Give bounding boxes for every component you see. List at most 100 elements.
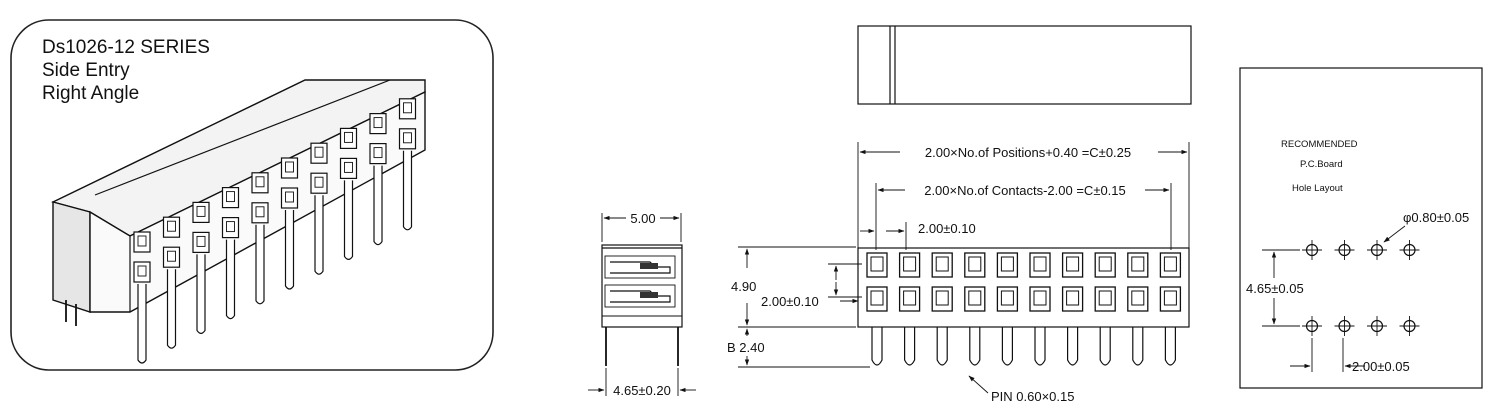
contact-cell-inner <box>1066 256 1080 272</box>
front-view: 2.00×No.of Positions+0.40 =C±0.25 2.00×N… <box>727 142 1190 404</box>
iso-contact-cell <box>369 143 387 165</box>
side-width-label: 5.00 <box>630 211 655 226</box>
contact-cell <box>1029 286 1051 312</box>
height-label: 4.90 <box>731 279 756 294</box>
pin-length-label: B 2.40 <box>727 340 765 355</box>
iso-pin <box>225 239 236 320</box>
contact-cell-inner <box>1131 290 1145 306</box>
front-pin <box>1164 327 1176 366</box>
contact-cell <box>1094 286 1116 312</box>
contact-cell <box>1029 252 1051 278</box>
iso-contact-cell <box>221 217 240 239</box>
front-pin <box>969 327 981 366</box>
iso-contact-cell <box>280 187 299 209</box>
contact-cell <box>866 252 888 278</box>
contact-cell <box>931 286 953 312</box>
row-pitch-label: 2.00±0.10 <box>761 294 819 309</box>
top-body <box>857 25 1192 105</box>
iso-pin <box>196 254 206 334</box>
iso-pin <box>137 284 147 364</box>
contact-openings <box>133 98 417 283</box>
front-pin <box>1099 327 1111 366</box>
iso-contact-inner <box>167 250 176 262</box>
contact-cell-inner <box>1163 290 1177 306</box>
contact-cell-inner <box>1033 256 1047 272</box>
iso-contact-cell <box>251 202 269 224</box>
connector-pins <box>137 150 413 364</box>
iso-pin <box>255 224 265 305</box>
contact-cell <box>964 252 986 278</box>
connector-illustration <box>51 79 426 364</box>
iso-pin <box>373 165 383 246</box>
iso-contact-inner <box>344 161 353 173</box>
contact-cell-inner <box>968 256 982 272</box>
contact-cell <box>1159 252 1182 278</box>
contact-cell-inner <box>1131 256 1145 272</box>
iso-contact-inner <box>314 146 324 158</box>
hole-diameter-label: φ0.80±0.05 <box>1403 210 1469 225</box>
contact-cell-inner <box>935 290 949 306</box>
row-spacing-label: 4.65±0.05 <box>1246 281 1304 296</box>
iso-contact-inner <box>255 176 265 188</box>
contact-cell-inner <box>870 256 884 272</box>
series-title: Ds1026-12 SERIES <box>42 37 210 58</box>
contact-cell <box>1159 286 1182 312</box>
contact-cell <box>964 286 986 312</box>
contact-cell <box>1061 286 1084 312</box>
front-pin <box>1034 327 1046 366</box>
pcb-heading: RECOMMENDED <box>1281 139 1358 150</box>
iso-contact-cell <box>310 142 328 164</box>
contacts-length-label: 2.00×No.of Contacts-2.00 =C±0.15 <box>924 183 1126 198</box>
connector-end-block <box>52 201 91 313</box>
iso-contact-inner <box>167 220 176 232</box>
iso-contact-inner <box>285 191 294 203</box>
iso-contact-cell <box>369 112 387 135</box>
contact-cell-inner <box>903 256 917 272</box>
contact-cell-inner <box>903 290 917 306</box>
iso-pin <box>314 195 324 275</box>
iso-contact-inner <box>373 117 383 129</box>
iso-contact-cell <box>339 157 358 179</box>
iso-contact-inner <box>255 206 265 218</box>
front-pin <box>1132 327 1144 366</box>
contact-cell <box>1094 252 1116 278</box>
iso-pin <box>402 150 413 231</box>
iso-contact-inner <box>403 132 412 144</box>
top-view <box>857 25 1192 105</box>
product-panel: Ds1026-12 SERIES Side Entry Right Angle <box>10 19 494 371</box>
angle-type: Right Angle <box>42 83 139 104</box>
iso-contact-cell <box>133 261 151 283</box>
iso-contact-cell <box>339 127 358 149</box>
contact-cell-inner <box>1098 256 1112 272</box>
iso-contact-cell <box>310 172 328 194</box>
pcb-layout: RECOMMENDED P.C.Board Hole Layout φ0.80±… <box>1239 67 1483 389</box>
contact-cell-inner <box>1033 290 1047 306</box>
front-pin <box>871 327 883 366</box>
side-pin-span-label: 4.65±0.20 <box>613 383 671 398</box>
front-pin <box>904 327 916 366</box>
iso-contact-inner <box>196 235 206 247</box>
contact-cell <box>996 286 1019 312</box>
iso-contact-inner <box>373 147 383 159</box>
iso-pin <box>343 180 354 260</box>
iso-contact-inner <box>137 265 147 277</box>
contact-cell <box>1127 286 1149 312</box>
iso-contact-cell <box>133 231 151 253</box>
pcb-holes <box>1302 240 1420 336</box>
front-pins <box>871 327 1176 366</box>
front-contact-cells <box>866 252 1182 312</box>
side-body <box>601 244 683 328</box>
contact-cell-inner <box>870 290 884 306</box>
contact-cell-inner <box>1000 290 1014 306</box>
iso-contact-cell <box>162 246 181 268</box>
entry-type: Side Entry <box>42 60 130 81</box>
iso-pin <box>284 210 295 290</box>
pcb-frame <box>1239 67 1483 389</box>
contact-cell-inner <box>1163 256 1177 272</box>
iso-contact-inner <box>137 235 147 247</box>
iso-contact-cell <box>280 157 299 179</box>
front-body <box>857 247 1190 328</box>
iso-contact-inner <box>226 221 235 233</box>
contact-cell-inner <box>1000 256 1014 272</box>
